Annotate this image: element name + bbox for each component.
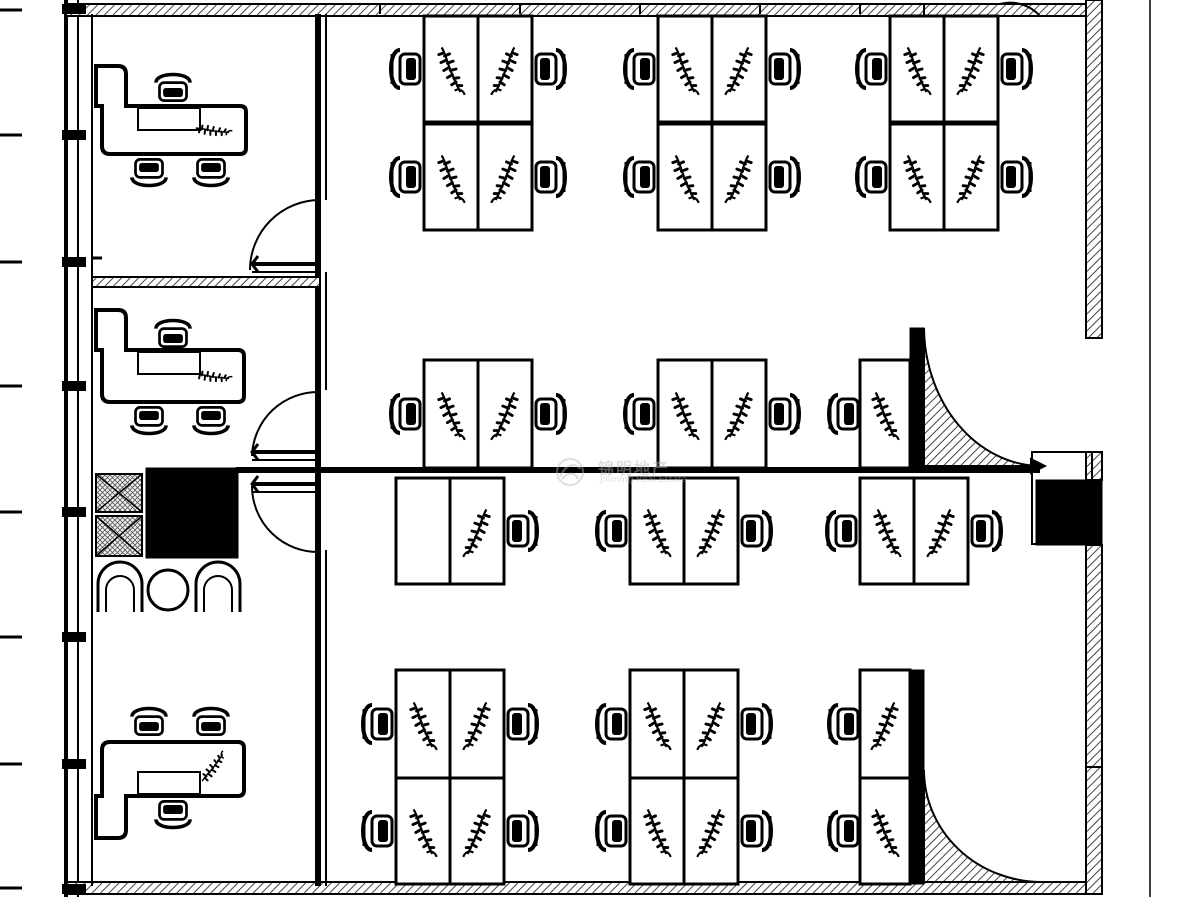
door-swing-icon: [249, 199, 321, 273]
office-chair-icon: [768, 156, 801, 198]
desk-icon: [422, 14, 480, 124]
door-swing-icon: [250, 475, 321, 554]
door-swing-icon: [250, 390, 321, 461]
desk-icon: [628, 476, 686, 586]
desk-icon: [422, 122, 480, 232]
office-chair-icon: [506, 703, 539, 745]
desk-icon: [912, 476, 970, 586]
office-chair-icon: [740, 510, 773, 552]
desk-icon: [394, 476, 452, 586]
desk-icon: [448, 668, 506, 780]
desk-icon: [394, 668, 452, 780]
office-chair-icon: [389, 156, 422, 198]
office-chair-icon: [1000, 48, 1033, 90]
office-chair-icon: [768, 48, 801, 90]
office-chair-icon: [534, 156, 567, 198]
desk-icon: [448, 476, 506, 586]
office-chair-icon: [534, 48, 567, 90]
office-chair-icon: [361, 703, 394, 745]
desk-icon: [682, 476, 740, 586]
desk-icon: [448, 776, 506, 886]
office-chair-icon: [623, 48, 656, 90]
interior-partitions: [91, 14, 1103, 886]
desk-icon: [682, 668, 740, 780]
desk-icon: [476, 14, 534, 124]
desk-icon: [888, 122, 946, 232]
sofa-icon: [96, 560, 242, 612]
desk-icon: [476, 122, 534, 232]
office-chair-icon: [389, 393, 422, 435]
private-office-3: [94, 706, 246, 840]
grid-ticks: [0, 8, 22, 890]
office-chair-icon: [623, 156, 656, 198]
office-chair-icon: [827, 810, 860, 852]
office-chair-icon: [361, 810, 394, 852]
desk-icon: [710, 14, 768, 124]
office-chair-icon: [855, 48, 888, 90]
office-chair-icon: [595, 510, 628, 552]
door-swing-icon: [909, 327, 1048, 475]
desk-icon: [628, 668, 686, 780]
desk-icon: [628, 776, 686, 886]
office-chair-icon: [595, 703, 628, 745]
desk-icon: [888, 14, 946, 124]
desk-icon: [858, 776, 912, 886]
office-chair-icon: [970, 510, 1003, 552]
desk-icon: [710, 358, 768, 470]
desk-icon: [656, 358, 714, 470]
office-chair-icon: [389, 48, 422, 90]
office-chair-icon: [768, 393, 801, 435]
desk-icon: [858, 476, 916, 586]
office-chair-icon: [740, 703, 773, 745]
desk-icon: [394, 776, 452, 886]
desk-icon: [858, 358, 912, 470]
exterior-walls: [62, 0, 1151, 897]
desk-icon: [942, 122, 1000, 232]
office-chair-icon: [506, 510, 539, 552]
office-chair-icon: [825, 510, 858, 552]
desk-icon: [476, 358, 534, 470]
private-office-2: [94, 308, 246, 436]
desk-icon: [656, 14, 714, 124]
door-swing-icon: [909, 669, 1041, 885]
office-chair-icon: [827, 703, 860, 745]
desk-icon: [710, 122, 768, 232]
private-office-1: [94, 64, 248, 188]
desk-icon: [858, 668, 912, 780]
office-chair-icon: [827, 393, 860, 435]
office-chair-icon: [595, 810, 628, 852]
office-chair-icon: [855, 156, 888, 198]
office-chair-icon: [740, 810, 773, 852]
desk-icon: [656, 122, 714, 232]
office-chair-icon: [506, 810, 539, 852]
desk-icon: [942, 14, 1000, 124]
desk-icon: [682, 776, 740, 886]
office-chair-icon: [623, 393, 656, 435]
office-chair-icon: [534, 393, 567, 435]
desk-icon: [422, 358, 480, 470]
open-office-workstations: [361, 14, 1033, 886]
office-chair-icon: [1000, 156, 1033, 198]
